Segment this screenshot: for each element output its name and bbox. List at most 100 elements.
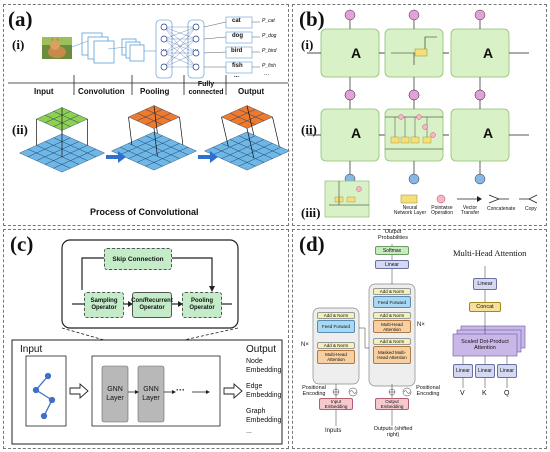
gnn-dots: ··· xyxy=(176,385,185,395)
output-probs-label: Output Probabilities xyxy=(378,229,408,241)
dec-addnorm-3: Add & Norm xyxy=(373,288,411,295)
dec-addnorm-1: Add & Norm xyxy=(373,338,411,345)
stage-pooling: Pooling xyxy=(140,87,170,96)
panel-b-sub-ii: (ii) xyxy=(301,122,317,137)
fc-layer xyxy=(144,19,205,79)
fc-ellipsis-2: … xyxy=(192,45,199,52)
conv-grids xyxy=(19,105,290,173)
h-node xyxy=(408,89,420,101)
stage-convolution: Convolution xyxy=(78,87,125,96)
pointwise-op xyxy=(422,124,428,130)
panel-a-sub-i: (i) xyxy=(12,37,25,52)
prob-fish: P_fish xyxy=(262,63,276,69)
output-title: Output xyxy=(246,344,277,355)
dec-addnorm-2-label: Add & Norm xyxy=(379,313,405,318)
conv-operator-label: Con/Recurrent Operator xyxy=(131,298,173,311)
prob-dog: P_dog xyxy=(262,33,277,39)
prob-cat: P_cat xyxy=(262,18,275,24)
mha-sdpa-label: Scaled Dot-Product Attention xyxy=(461,339,509,351)
fc-ellipsis: … xyxy=(160,45,167,52)
nx-left: N× xyxy=(301,342,309,348)
legend-concat: Concatenate xyxy=(487,206,516,212)
output-edge: Edge Embedding xyxy=(246,383,282,399)
gate-layer xyxy=(400,136,410,144)
output-graph: Graph Embedding xyxy=(246,408,282,424)
h-node xyxy=(344,89,356,101)
linear-label: Linear xyxy=(385,261,399,268)
dec-mha-label: Multi-Head Attention xyxy=(381,321,403,332)
mha-linear-q: Linear xyxy=(497,364,517,378)
transformer-diagram xyxy=(312,244,526,426)
prob-more: ... xyxy=(264,71,270,77)
mha-linear-v-label: Linear xyxy=(456,368,470,374)
cat-image xyxy=(42,37,72,59)
pos-enc-left: Positional Encoding xyxy=(302,385,326,397)
rnn-cell xyxy=(450,28,510,78)
linear-box: Linear xyxy=(375,260,409,269)
panel-a-label: (a) xyxy=(8,7,33,31)
legend-pointwise: Pointwise Operation xyxy=(431,205,453,216)
dec-ff: Feed Forward xyxy=(373,296,411,308)
input-embedding-label: Input Embedding xyxy=(324,399,348,409)
enc-mha: Multi-Head Attention xyxy=(317,350,355,364)
base-cell xyxy=(145,162,163,171)
dec-mha: Multi-Head Attention xyxy=(373,320,411,333)
mha-linear-k: Linear xyxy=(475,364,495,378)
mha-sdpa: Scaled Dot-Product Attention xyxy=(453,334,517,356)
sampling-operator-box: Sampling Operator xyxy=(84,292,124,318)
stage-output: Output xyxy=(238,87,265,96)
rnn-legend-cell xyxy=(324,180,370,218)
pos-enc-right: Positional Encoding xyxy=(416,385,440,397)
mha-linear-q-label: Linear xyxy=(500,368,514,374)
mha-linear-k-label: Linear xyxy=(478,368,492,374)
mha-q: Q xyxy=(504,390,510,397)
output-node: Node Embedding xyxy=(246,358,282,374)
rnn-cell xyxy=(320,108,380,162)
gate-layer xyxy=(410,136,420,144)
input-graph xyxy=(32,372,56,420)
pool-feature-maps xyxy=(121,38,145,62)
mha-linear-v: Linear xyxy=(453,364,473,378)
softmax-box: Softmax xyxy=(375,246,409,255)
cell-a-1-3: A xyxy=(483,45,494,61)
panel-b-sub-i: (i) xyxy=(301,37,314,52)
dec-ff-label: Feed Forward xyxy=(377,299,406,305)
cell-a-2-3: A xyxy=(483,125,494,141)
mha-stack xyxy=(452,325,526,357)
panel-d: (d) xyxy=(292,229,547,449)
rnn-cell xyxy=(450,108,510,162)
output-embedding-label: Output Embedding xyxy=(380,399,404,409)
conv-feature-maps xyxy=(81,32,115,64)
pooling-operator-box: Pooling Operator xyxy=(182,292,222,318)
mha-linear-top-label: Linear xyxy=(477,281,493,287)
dec-masked-mha-label: Masked Multi-Head Attention xyxy=(377,350,407,360)
panel-c: (c) xyxy=(3,229,289,449)
legend-symbols xyxy=(400,194,538,204)
gate-layer xyxy=(422,136,432,144)
rnn-diagram xyxy=(307,9,538,218)
mha-concat: Concat xyxy=(469,302,501,312)
base-cell xyxy=(238,162,256,171)
output-bird: bird xyxy=(231,48,243,54)
x-node xyxy=(474,173,486,185)
legend-copy: Copy xyxy=(525,206,537,212)
mha-title: Multi-Head Attention xyxy=(453,248,527,258)
cnn-pipeline xyxy=(8,16,290,173)
sampling-operator-label: Sampling Operator xyxy=(90,298,118,311)
output-more: ... xyxy=(246,428,252,435)
outputs-label: Outputs (shifted right) xyxy=(373,426,413,438)
gnn-layer-2-label: GNN Layer xyxy=(142,386,160,402)
dec-addnorm-3-label: Add & Norm xyxy=(379,289,405,294)
rnn-cell xyxy=(320,28,380,78)
output-boxes xyxy=(225,16,253,74)
h-node xyxy=(408,9,420,21)
tanh-layer xyxy=(414,48,428,57)
gate-layer xyxy=(390,136,400,144)
enc-mha-label: Multi-Head Attention xyxy=(325,352,347,362)
gnn-diagram xyxy=(11,239,283,445)
enc-ff-label: Feed Forward xyxy=(321,324,350,329)
x-node xyxy=(408,173,420,185)
output-cat: cat xyxy=(232,18,241,24)
input-embedding-box: Input Embedding xyxy=(319,398,353,410)
legend-vector: Vector Transfer xyxy=(460,205,480,216)
